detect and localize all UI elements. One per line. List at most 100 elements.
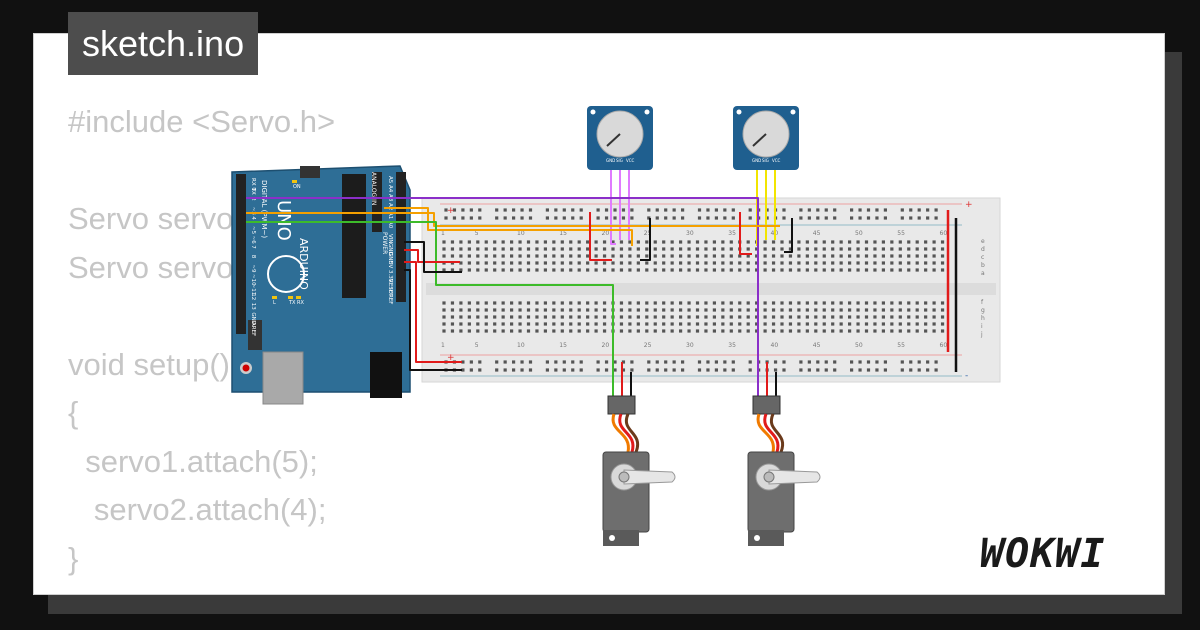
breadboard-hole xyxy=(552,308,556,312)
pot-1-indicator xyxy=(606,133,621,147)
breadboard-hole xyxy=(569,301,573,305)
breadboard-hole xyxy=(501,261,505,265)
breadboard-hole xyxy=(543,315,547,319)
breadboard-hole xyxy=(450,301,455,305)
rail-hole xyxy=(681,208,685,212)
breadboard-hole xyxy=(476,315,480,319)
breadboard-hole xyxy=(695,247,700,251)
rail-hole xyxy=(562,216,566,220)
breadboard-hole xyxy=(662,301,666,305)
rail-hole xyxy=(799,368,803,372)
breadboard-hole xyxy=(636,301,640,305)
breadboard-hole xyxy=(450,329,455,333)
wokwi-logo: WOKWI xyxy=(980,531,1104,577)
breadboard-hole xyxy=(560,247,564,251)
digital-pin-label: RX 0 xyxy=(250,178,256,191)
breadboard-hole xyxy=(552,268,556,272)
breadboard-hole xyxy=(552,301,556,305)
column-number: 10 xyxy=(517,342,525,349)
breadboard-hole xyxy=(560,268,564,272)
breadboard-hole xyxy=(864,247,869,251)
breadboard-hole xyxy=(526,301,531,305)
row-letter: g xyxy=(981,307,985,314)
breadboard-hole xyxy=(848,315,852,319)
rail-hole xyxy=(917,368,921,372)
breadboard-hole xyxy=(755,315,759,319)
breadboard-hole xyxy=(628,329,632,333)
breadboard-hole xyxy=(510,261,514,265)
rail-hole xyxy=(554,368,558,372)
breadboard-hole xyxy=(450,322,455,326)
digital-pin-label: TX 1 xyxy=(250,187,256,200)
breadboard-hole xyxy=(856,268,860,272)
breadboard-hole xyxy=(611,254,615,258)
servo-1-screw xyxy=(618,471,630,483)
rail-hole xyxy=(706,208,710,212)
rail-hole xyxy=(875,368,879,372)
rail-hole xyxy=(773,360,778,364)
rail-hole xyxy=(706,216,710,220)
breadboard-hole xyxy=(797,329,801,333)
breadboard-hole xyxy=(569,261,573,265)
breadboard-hole xyxy=(729,322,733,326)
rail-hole xyxy=(503,360,507,364)
power-pin-label: VIN xyxy=(387,234,393,244)
breadboard-hole xyxy=(645,268,649,272)
breadboard-hole xyxy=(662,268,666,272)
breadboard-hole xyxy=(890,268,894,272)
breadboard-hole xyxy=(763,261,767,265)
breadboard-hole xyxy=(501,240,505,244)
breadboard-hole xyxy=(814,301,818,305)
breadboard-hole xyxy=(636,322,640,326)
rail-hole xyxy=(866,368,871,372)
breadboard-hole xyxy=(763,301,767,305)
breadboard-hole xyxy=(552,240,556,244)
servo-1-lead-brown xyxy=(624,413,640,453)
breadboard-hole xyxy=(611,240,615,244)
breadboard-hole xyxy=(746,247,750,251)
breadboard-hole xyxy=(594,322,598,326)
breadboard-hole xyxy=(864,315,869,319)
breadboard-hole xyxy=(602,268,607,272)
breadboard-hole xyxy=(822,268,826,272)
servo-1-mount xyxy=(603,530,639,546)
breadboard-hole xyxy=(763,329,767,333)
column-number: 45 xyxy=(813,342,821,349)
breadboard-hole xyxy=(755,268,759,272)
rail-hole xyxy=(866,208,871,212)
pot-1-hole xyxy=(644,109,650,115)
rail-hole xyxy=(579,208,583,212)
breadboard-hole xyxy=(763,254,767,258)
breadboard-hole xyxy=(653,308,657,312)
breadboard-hole xyxy=(940,322,945,326)
rail-hole xyxy=(900,216,904,220)
breadboard-hole xyxy=(831,247,835,251)
pot-1-hole xyxy=(590,109,596,115)
breadboard-hole xyxy=(628,308,632,312)
breadboard-hole xyxy=(467,254,471,258)
rail-hole xyxy=(934,216,938,220)
breadboard-hole xyxy=(476,268,480,272)
breadboard-hole xyxy=(839,308,843,312)
rail-hole xyxy=(934,360,938,364)
column-number: 35 xyxy=(728,342,736,349)
breadboard-hole xyxy=(476,254,480,258)
breadboard-hole xyxy=(687,247,691,251)
file-tab[interactable]: sketch.ino xyxy=(68,12,259,75)
rail-hole xyxy=(655,208,659,212)
row-letter: j xyxy=(980,331,983,338)
breadboard-hole xyxy=(797,247,801,251)
breadboard-hole xyxy=(476,261,480,265)
rail-hole xyxy=(461,368,465,372)
digital-pin-label: ~3 xyxy=(250,207,256,216)
breadboard-hole xyxy=(729,268,733,272)
breadboard-hole xyxy=(569,268,573,272)
breadboard-hole xyxy=(687,268,691,272)
servo-2-lead-brown xyxy=(769,413,785,453)
code-line: servo1.attach(5); xyxy=(68,443,318,479)
breadboard-hole xyxy=(636,254,640,258)
rail-hole xyxy=(512,360,516,364)
breadboard-hole xyxy=(746,254,750,258)
breadboard-hole xyxy=(586,322,590,326)
breadboard-hole xyxy=(907,315,911,319)
